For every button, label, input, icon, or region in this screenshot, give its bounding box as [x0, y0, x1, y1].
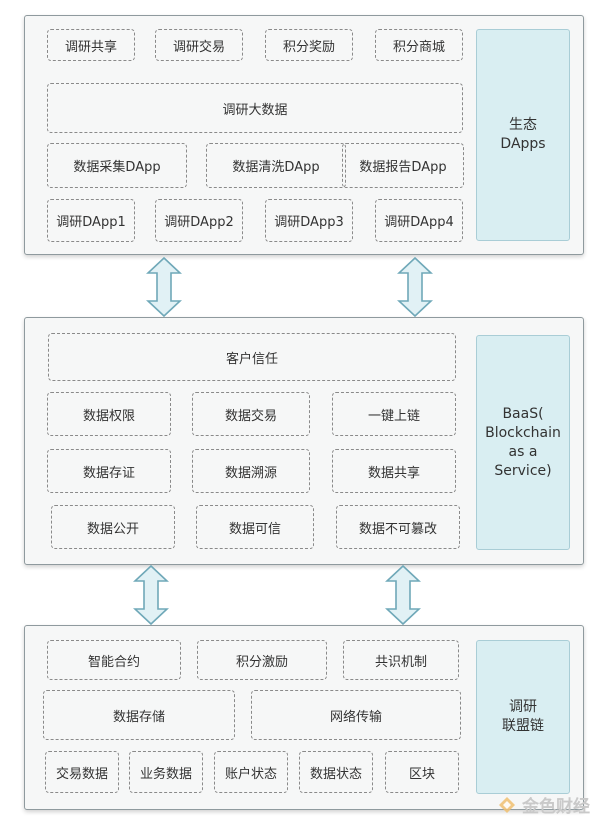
eco-box-research-trade: 调研交易 [155, 29, 243, 61]
baas-box-data-share: 数据共享 [332, 449, 456, 493]
baas-box-data-permission: 数据权限 [47, 392, 171, 436]
chain-box-trade-data: 交易数据 [45, 751, 119, 793]
chain-box-account-state: 账户状态 [214, 751, 288, 793]
eco-box-clean-dapp: 数据清洗DApp [206, 143, 346, 188]
baas-box-data-public: 数据公开 [51, 505, 175, 549]
baas-box-customer-trust: 客户信任 [48, 333, 456, 381]
eco-box-research-dapp4: 调研DApp4 [375, 199, 463, 242]
watermark: 金色财经 [498, 792, 590, 817]
eco-box-points-mall: 积分商城 [375, 29, 463, 61]
eco-box-research-dapp1: 调研DApp1 [47, 199, 135, 242]
eco-box-research-dapp2: 调研DApp2 [155, 199, 243, 242]
double-arrow-icon [146, 257, 182, 317]
baas-layer-panel: 客户信任 数据权限 数据交易 一键上链 数据存证 数据溯源 数据共享 数据公开 … [24, 317, 584, 565]
chain-layer-panel: 智能合约 积分激励 共识机制 数据存储 网络传输 交易数据 业务数据 账户状态 … [24, 625, 584, 810]
eco-box-points-reward: 积分奖励 [265, 29, 353, 61]
chain-box-points-incentive: 积分激励 [197, 640, 327, 680]
chain-box-business-data: 业务数据 [129, 751, 203, 793]
chain-box-smart-contract: 智能合约 [47, 640, 181, 680]
eco-box-research-big-data: 调研大数据 [47, 83, 463, 133]
chain-box-block: 区块 [385, 751, 459, 793]
baas-box-data-notarize: 数据存证 [47, 449, 171, 493]
brand-logo-icon [499, 796, 515, 813]
eco-box-collect-dapp: 数据采集DApp [47, 143, 187, 188]
chain-side-label: 调研 联盟链 [476, 640, 570, 794]
baas-box-one-click-chain: 一键上链 [332, 392, 456, 436]
chain-box-data-storage: 数据存储 [43, 690, 235, 740]
eco-box-report-dapp: 数据报告DApp [342, 143, 464, 188]
eco-box-research-share: 调研共享 [47, 29, 135, 61]
baas-box-data-trade: 数据交易 [192, 392, 310, 436]
baas-box-data-tamperproof: 数据不可篡改 [336, 505, 460, 549]
eco-side-label: 生态 DApps [476, 29, 570, 241]
chain-box-consensus: 共识机制 [343, 640, 459, 680]
ecosystem-layer-panel: 调研共享 调研交易 积分奖励 积分商城 调研大数据 数据采集DApp 数据清洗D… [24, 15, 584, 255]
double-arrow-icon [397, 257, 433, 317]
chain-box-network-transfer: 网络传输 [251, 690, 461, 740]
eco-box-research-dapp3: 调研DApp3 [265, 199, 353, 242]
baas-side-label: BaaS( Blockchain as a Service) [476, 335, 570, 550]
baas-box-data-trace: 数据溯源 [192, 449, 310, 493]
chain-box-data-state: 数据状态 [299, 751, 373, 793]
baas-box-data-credible: 数据可信 [196, 505, 314, 549]
double-arrow-icon [133, 565, 169, 625]
watermark-text: 金色财经 [522, 797, 590, 817]
double-arrow-icon [385, 565, 421, 625]
